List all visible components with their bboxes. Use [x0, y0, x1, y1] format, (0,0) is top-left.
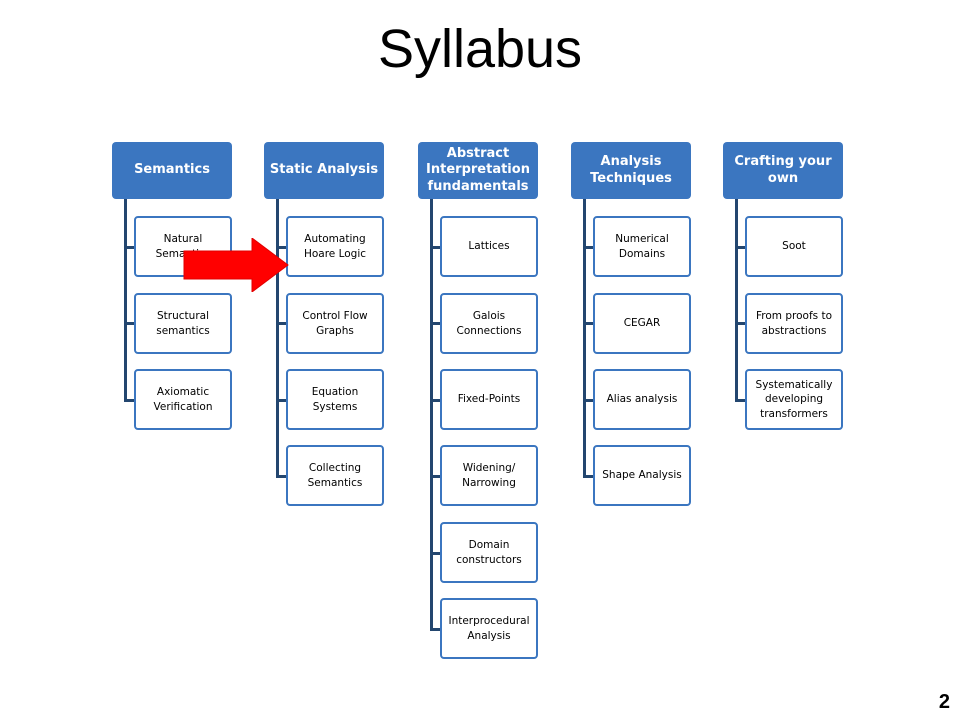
connector-stem — [735, 246, 745, 249]
connector-line — [276, 199, 279, 478]
connector-stem — [276, 322, 286, 325]
connector-stem — [276, 399, 286, 402]
connector-stem — [430, 246, 440, 249]
topic-box: Interprocedural Analysis — [440, 598, 538, 659]
column-header-static-analysis: Static Analysis — [264, 142, 384, 199]
page-number: 2 — [938, 691, 950, 713]
connector-line — [124, 199, 127, 402]
topic-box: Alias analysis — [593, 369, 691, 430]
right-arrow-icon — [183, 238, 289, 292]
connector-stem — [735, 322, 745, 325]
connector-stem — [430, 322, 440, 325]
topic-box: Widening/ Narrowing — [440, 445, 538, 506]
connector-stem — [735, 399, 745, 402]
column-header-analysis-techniques: Analysis Techniques — [571, 142, 691, 199]
topic-box: CEGAR — [593, 293, 691, 354]
topic-box: Galois Connections — [440, 293, 538, 354]
connector-stem — [124, 399, 134, 402]
topic-box: Axiomatic Verification — [134, 369, 232, 430]
column-header-abstract-interpretation: Abstract Interpretation fundamentals — [418, 142, 538, 199]
connector-stem — [430, 628, 440, 631]
topic-box: Fixed-Points — [440, 369, 538, 430]
topic-box: From proofs to abstractions — [745, 293, 843, 354]
connector-stem — [583, 322, 593, 325]
connector-stem — [430, 475, 440, 478]
slide-title: Syllabus — [377, 19, 583, 79]
topic-box: Automating Hoare Logic — [286, 216, 384, 277]
connector-stem — [124, 246, 134, 249]
connector-stem — [430, 399, 440, 402]
connector-stem — [276, 475, 286, 478]
topic-box: Collecting Semantics — [286, 445, 384, 506]
column-header-crafting-your-own: Crafting your own — [723, 142, 843, 199]
connector-stem — [430, 552, 440, 555]
topic-box: Control Flow Graphs — [286, 293, 384, 354]
connector-stem — [124, 322, 134, 325]
topic-box: Soot — [745, 216, 843, 277]
topic-box: Shape Analysis — [593, 445, 691, 506]
connector-stem — [583, 475, 593, 478]
connector-stem — [583, 246, 593, 249]
topic-box: Structural semantics — [134, 293, 232, 354]
connector-line — [735, 199, 738, 402]
right-arrow-shape — [183, 238, 289, 292]
topic-box: Lattices — [440, 216, 538, 277]
column-header-semantics: Semantics — [112, 142, 232, 199]
connector-line — [430, 199, 433, 631]
connector-stem — [583, 399, 593, 402]
connector-line — [583, 199, 586, 478]
connector-stem — [276, 246, 286, 249]
topic-box: Domain constructors — [440, 522, 538, 583]
topic-box: Numerical Domains — [593, 216, 691, 277]
topic-box: Systematically developing transformers — [745, 369, 843, 430]
topic-box: Equation Systems — [286, 369, 384, 430]
